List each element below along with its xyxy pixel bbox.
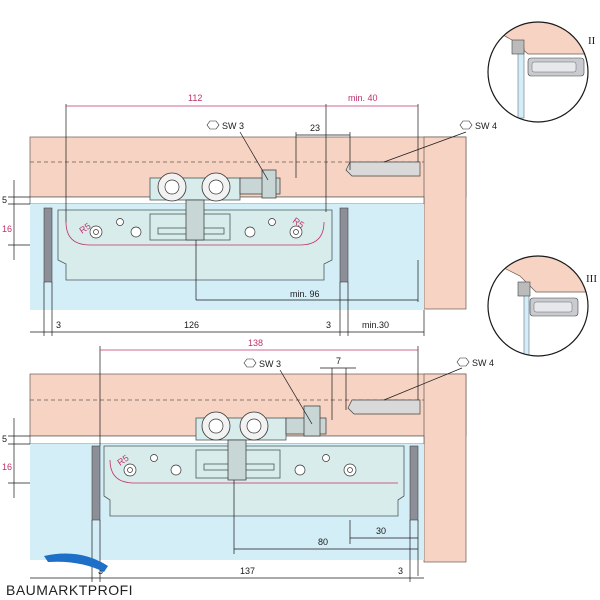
bottom-dim-30: 30: [376, 526, 386, 536]
bottom-end-stop-right: [409, 445, 419, 521]
bottom-sw3-label: SW 3: [259, 359, 281, 369]
bottom-dim-80: 80: [318, 537, 328, 547]
top-wood-post: [423, 136, 467, 310]
bottom-dim-3-left: 3: [98, 566, 103, 576]
top-screw-holes: [89, 218, 303, 239]
top-carriage: [149, 169, 281, 241]
bottom-dim-137: 137: [240, 566, 255, 576]
detail-label-ii: II: [588, 35, 596, 47]
bottom-dim-16: 16: [2, 462, 12, 472]
brand-logo-text: BAUMARKTPROFI: [6, 582, 134, 598]
bottom-wood-post: [423, 373, 467, 563]
top-dim-23: 23: [310, 123, 320, 133]
bottom-sw4-label: SW 4: [472, 358, 494, 368]
bottom-screw-holes: [123, 454, 357, 477]
top-dim-112: 112: [188, 93, 202, 103]
bottom-dim-7: 7: [336, 356, 341, 366]
top-dim-5: 5: [2, 195, 7, 205]
top-assembly: 112 min. 40 23 SW 3 SW 4 5 16 R5 R5 min.…: [2, 93, 497, 336]
top-sw3-label: SW 3: [222, 121, 244, 131]
top-dim-126: 126: [184, 320, 199, 330]
detail-label-iii: III: [586, 273, 597, 285]
bottom-dim-5: 5: [2, 434, 7, 444]
bottom-end-stop-left: [91, 445, 101, 521]
top-dim-3-left: 3: [56, 320, 61, 330]
detail-circle-upper: II: [487, 21, 596, 123]
bottom-assembly: 138 SW 3 7 SW 4 5 16 R5 30 80 3 137 3: [2, 338, 494, 582]
top-sw4-clip: [345, 161, 421, 177]
top-dim-min96: min. 96: [290, 289, 320, 299]
detail-circle-lower: III: [487, 255, 597, 357]
brand-swoosh-icon: [44, 553, 108, 572]
top-dim-min30: min.30: [362, 320, 389, 330]
bottom-clamp-plate: [103, 445, 405, 517]
bottom-carriage: [195, 405, 327, 481]
bottom-dim-3-right: 3: [398, 566, 403, 576]
top-dim-16: 16: [2, 224, 12, 234]
top-dim-3-right: 3: [326, 320, 331, 330]
bottom-dim-138: 138: [248, 338, 263, 348]
top-sw4-label: SW 4: [475, 121, 497, 131]
top-dim-min40: min. 40: [348, 93, 378, 103]
top-end-stop-right: [339, 207, 349, 283]
top-end-stop-left: [43, 207, 53, 283]
bottom-sw4-clip: [347, 399, 421, 415]
